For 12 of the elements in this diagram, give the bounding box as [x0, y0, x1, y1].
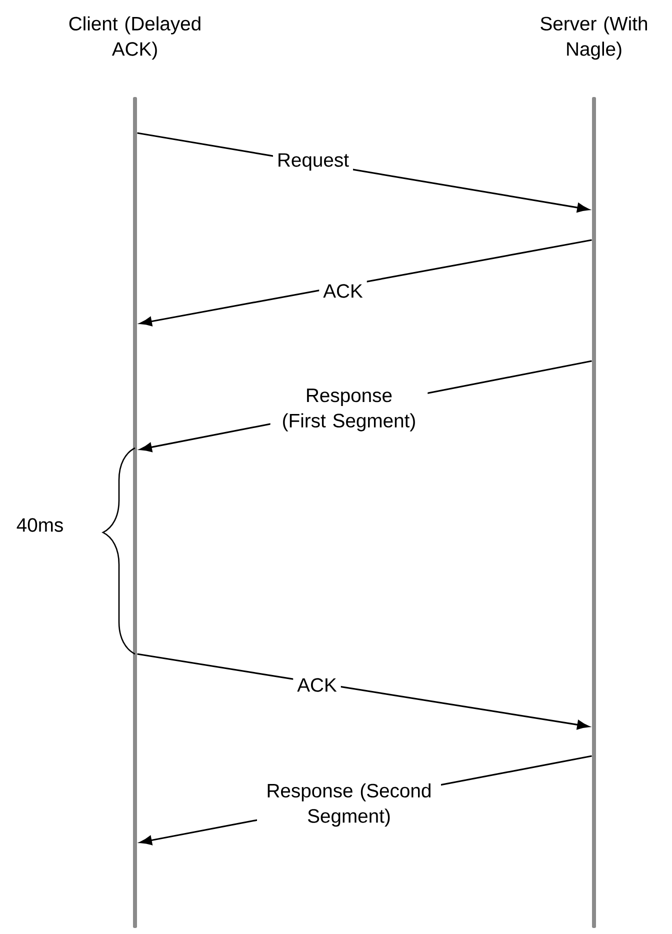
edge-label: Response (First Segment) [270, 384, 428, 436]
arrow [140, 239, 592, 326]
node-label: Client (Delayed ACK) [69, 16, 200, 60]
arrow [137, 653, 590, 730]
edge-label: ACK [319, 280, 367, 302]
lifeline: Client (Delayed ACK) [69, 16, 200, 928]
duration-label: 40ms [16, 518, 63, 532]
edge-label: Request [273, 149, 353, 175]
edge-label: ACK [293, 674, 341, 696]
edge-label: Response (Second Segment) [257, 779, 441, 831]
lifeline: Server (With Nagle) [540, 16, 647, 928]
node-label: Server (With Nagle) [540, 16, 647, 60]
